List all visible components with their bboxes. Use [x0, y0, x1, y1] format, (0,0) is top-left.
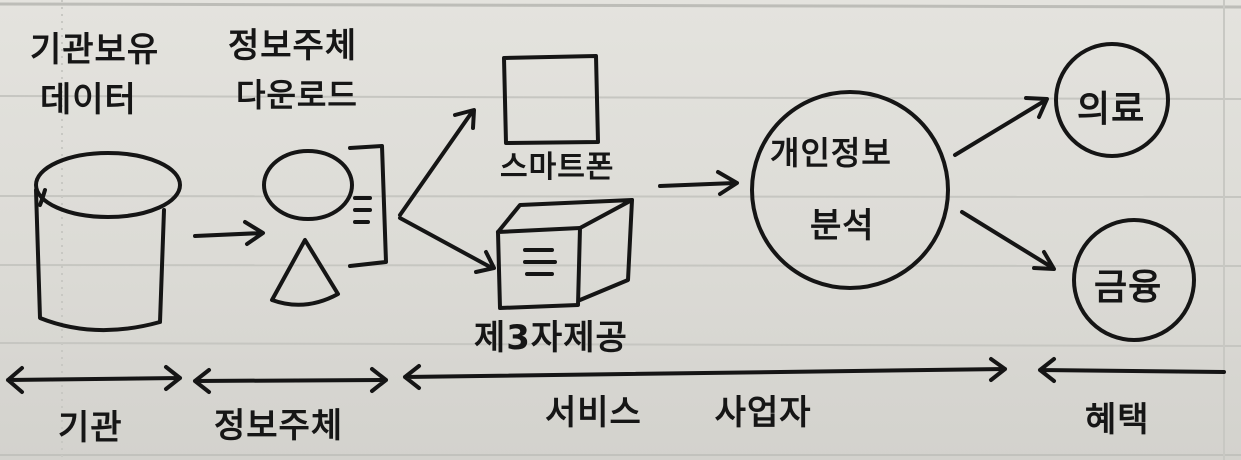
range-arrow-service-provider: [403, 357, 1007, 390]
finance-label: 금융: [1094, 267, 1163, 308]
subject-download-label-line2: 다운로드: [236, 76, 358, 114]
institution-data-label-line1: 기관보유: [30, 30, 160, 70]
arrow-database-to-person: [193, 220, 265, 246]
footer-institution-label: 기관: [58, 408, 123, 448]
third-party-box-icon: [496, 198, 634, 310]
medical-circle: [1054, 42, 1170, 158]
person-with-phone-icon: [262, 144, 388, 307]
subject-download-label-line1: 정보주체: [228, 26, 358, 66]
personal-info-label-line2: 분석: [810, 206, 875, 246]
arrow-to-finance: [960, 210, 1056, 271]
personal-info-label-line1: 개인정보: [770, 134, 892, 172]
finance-circle: [1072, 218, 1196, 342]
medical-label: 의료: [1077, 89, 1146, 130]
third-party-label: 제3자제공: [474, 318, 628, 358]
database-cylinder-icon: [34, 151, 182, 333]
range-arrow-benefit: [1038, 357, 1226, 383]
arrow-to-analysis: [658, 170, 739, 196]
footer-subject-label: 정보주체: [214, 406, 344, 446]
smartphone-label: 스마트폰: [500, 150, 615, 185]
arrow-person-to-third-party: [398, 216, 496, 274]
analysis-circle: [750, 90, 950, 290]
arrow-person-to-smartphone: [398, 108, 476, 217]
range-arrow-institution: [6, 365, 182, 394]
range-arrow-subject: [193, 367, 388, 394]
smartphone-icon: [502, 54, 600, 145]
footer-benefit-label: 혜택: [1085, 400, 1150, 440]
arrow-to-medical: [953, 96, 1049, 157]
institution-data-label-line2: 데이터: [40, 80, 137, 120]
footer-service-provider-label: 서비스 사업자: [545, 393, 812, 433]
